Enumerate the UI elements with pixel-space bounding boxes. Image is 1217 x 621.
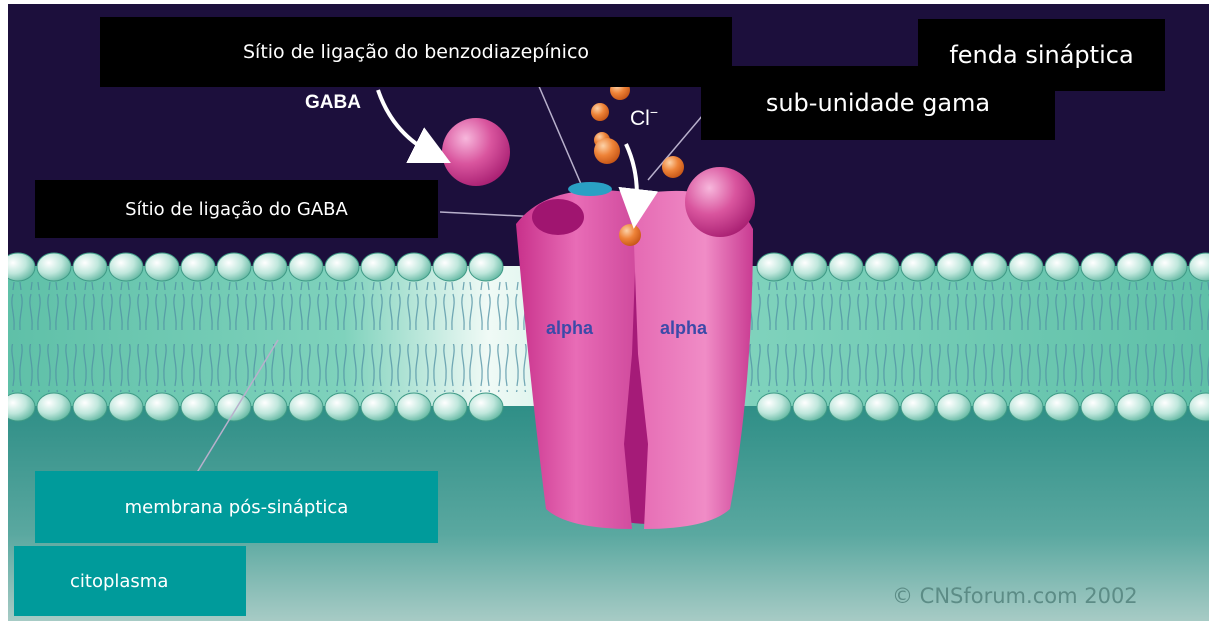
chloride-charge: − — [650, 104, 658, 120]
phospholipid-head — [37, 253, 71, 281]
phospholipid-head — [1045, 253, 1079, 281]
phospholipid-head — [1009, 253, 1043, 281]
phospholipid-head — [469, 393, 503, 421]
phospholipid-head — [901, 253, 935, 281]
phospholipid-head — [1153, 393, 1187, 421]
phospholipid-head — [289, 253, 323, 281]
phospholipid-head — [181, 253, 215, 281]
phospholipid-head — [253, 393, 287, 421]
gamma-subunit-label: sub-unidade gama — [701, 66, 1055, 140]
free-gaba-ball — [442, 118, 510, 186]
phospholipid-head — [1117, 393, 1151, 421]
phospholipid-head — [289, 393, 323, 421]
phospholipid-head — [181, 393, 215, 421]
phospholipid-head — [217, 253, 251, 281]
gaba-site-label: Sítio de ligação do GABA — [35, 180, 438, 238]
phospholipid-head — [757, 253, 791, 281]
phospholipid-head — [37, 393, 71, 421]
postsynaptic-membrane-label: membrana pós-sináptica — [35, 471, 438, 543]
phospholipid-head — [217, 393, 251, 421]
phospholipid-head — [433, 393, 467, 421]
phospholipid-head — [757, 393, 791, 421]
phospholipid-head — [361, 253, 395, 281]
phospholipid-head — [109, 393, 143, 421]
copyright-text: © CNSforum.com 2002 — [892, 584, 1138, 608]
phospholipid-head — [1045, 393, 1079, 421]
phospholipid-head — [145, 393, 179, 421]
phospholipid-head — [793, 253, 827, 281]
phospholipid-head — [865, 393, 899, 421]
benzodiazepine-site-mark — [568, 182, 612, 196]
phospholipid-head — [1009, 393, 1043, 421]
phospholipid-head — [397, 253, 431, 281]
phospholipid-head — [397, 393, 431, 421]
bound-gaba-ball — [685, 167, 755, 237]
phospholipid-head — [829, 393, 863, 421]
phospholipid-head — [325, 393, 359, 421]
alpha-label-right: alpha — [660, 318, 708, 338]
phospholipid-head — [937, 253, 971, 281]
alpha-subunit-right — [634, 191, 753, 529]
phospholipid-head — [361, 393, 395, 421]
phospholipid-head — [937, 393, 971, 421]
phospholipid-head — [1081, 393, 1115, 421]
phospholipid-head — [1153, 253, 1187, 281]
alpha-label-left: alpha — [546, 318, 594, 338]
phospholipid-head — [1117, 253, 1151, 281]
gaba-receptor-diagram: GABA Cl− alpha alpha Sítio de ligação do… — [8, 4, 1209, 621]
cytoplasm-label: citoplasma — [14, 546, 246, 616]
phospholipid-head — [145, 253, 179, 281]
phospholipid-head — [109, 253, 143, 281]
phospholipid-head — [901, 393, 935, 421]
phospholipid-head — [865, 253, 899, 281]
phospholipid-head — [325, 253, 359, 281]
phospholipid-head — [793, 393, 827, 421]
phospholipid-head — [973, 393, 1007, 421]
phospholipid-head — [253, 253, 287, 281]
gaba-binding-pocket — [532, 199, 584, 235]
chloride-symbol: Cl — [630, 107, 650, 130]
phospholipid-head — [1081, 253, 1115, 281]
gaba-label: GABA — [305, 92, 361, 113]
phospholipid-head — [973, 253, 1007, 281]
phospholipid-head — [469, 253, 503, 281]
benzodiazepine-site-label: Sítio de ligação do benzodiazepínico — [100, 17, 732, 87]
phospholipid-head — [433, 253, 467, 281]
phospholipid-head — [73, 393, 107, 421]
gaba-a-receptor-channel — [516, 167, 755, 529]
phospholipid-head — [829, 253, 863, 281]
phospholipid-head — [73, 253, 107, 281]
